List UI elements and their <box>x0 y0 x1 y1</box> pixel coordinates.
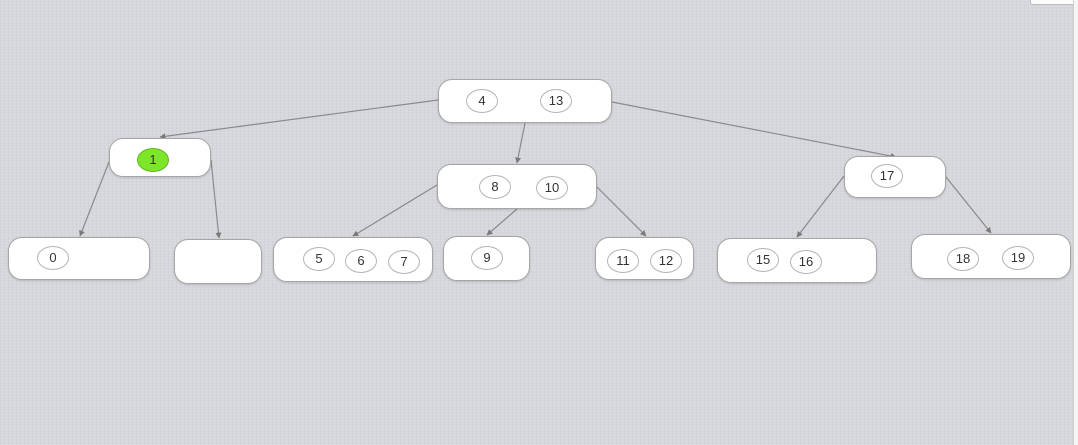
node-key[interactable]: 7 <box>388 250 420 274</box>
tree-node-root[interactable] <box>438 79 612 123</box>
node-key[interactable]: 17 <box>871 164 903 188</box>
node-key[interactable]: 13 <box>540 89 572 113</box>
edge-root-n1 <box>159 99 439 140</box>
tree-node-n8_10[interactable] <box>437 164 597 209</box>
node-key[interactable]: 16 <box>790 250 822 274</box>
node-key[interactable]: 12 <box>650 249 682 273</box>
edge-n8_10-n9 <box>486 208 518 236</box>
node-key[interactable]: 10 <box>536 176 568 200</box>
corner-tab[interactable] <box>1030 0 1076 5</box>
edge-n8_10-n567 <box>352 184 438 237</box>
scrollbar-strip[interactable] <box>1073 0 1078 445</box>
edge-n8_10-n11_12 <box>596 186 647 237</box>
node-key[interactable]: 19 <box>1002 246 1034 270</box>
tree-node-nempty[interactable] <box>174 239 262 284</box>
node-key[interactable]: 0 <box>37 246 69 270</box>
edge-n17-n15_16 <box>796 175 845 238</box>
node-key[interactable]: 11 <box>607 249 639 273</box>
edge-n17-n18_19 <box>945 176 992 234</box>
edge-root-n8_10 <box>515 122 526 164</box>
node-key[interactable]: 9 <box>471 246 503 270</box>
highlighted-key[interactable]: 1 <box>137 148 169 172</box>
edge-root-n17 <box>611 101 897 159</box>
node-key[interactable]: 4 <box>466 89 498 113</box>
node-key[interactable]: 18 <box>947 247 979 271</box>
tree-node-n0[interactable] <box>8 237 150 280</box>
node-key[interactable]: 8 <box>479 175 511 199</box>
node-key[interactable]: 15 <box>747 248 779 272</box>
tree-node-n18_19[interactable] <box>911 234 1071 279</box>
edge-n1-nempty <box>210 159 222 239</box>
node-key[interactable]: 5 <box>303 247 335 271</box>
node-key[interactable]: 6 <box>345 249 377 273</box>
edge-n1-n0 <box>79 161 110 237</box>
